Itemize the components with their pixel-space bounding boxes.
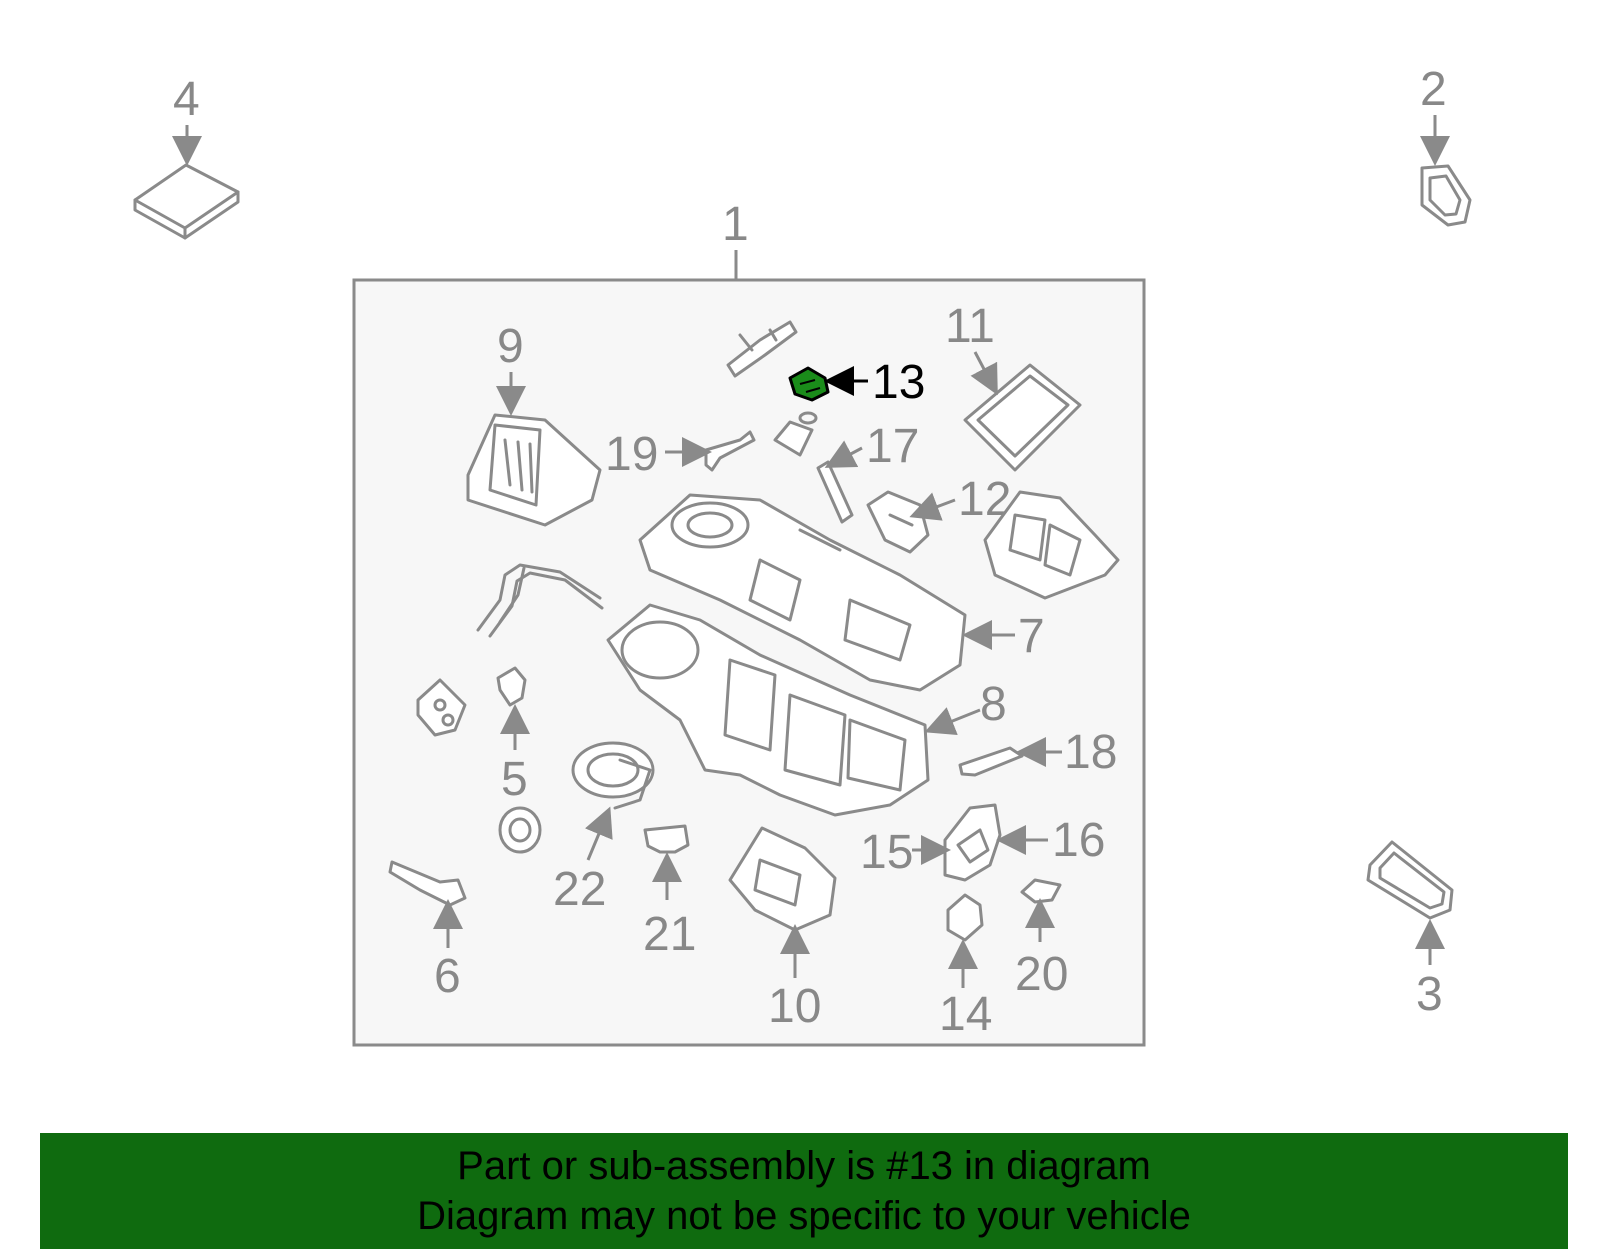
part-4-filter	[133, 163, 240, 240]
footer-line-2: Diagram may not be specific to your vehi…	[417, 1194, 1191, 1238]
part-3-seal	[1366, 840, 1454, 920]
callout-8: 8	[980, 678, 1007, 731]
footer-line-1: Part or sub-assembly is #13 in diagram	[457, 1144, 1151, 1188]
part-5-sensor	[496, 666, 527, 707]
callout-8-leader	[924, 707, 981, 736]
callout-19: 19	[605, 428, 658, 481]
callout-21: 21	[643, 908, 696, 961]
part-10-box	[728, 826, 837, 932]
part-motor-ring	[498, 806, 542, 854]
callout-10: 10	[768, 980, 821, 1033]
part-18-link	[958, 746, 1024, 777]
callout-14: 14	[939, 988, 992, 1041]
callout-18: 18	[1064, 726, 1117, 779]
part-13-actuator	[788, 366, 830, 402]
footer-background	[40, 1133, 1568, 1249]
part-6-duct	[388, 860, 467, 907]
callout-17: 17	[866, 420, 919, 473]
callout-3: 3	[1416, 968, 1443, 1021]
callout-9: 9	[497, 320, 524, 373]
callout-12-leader	[909, 492, 956, 521]
part-21-resistor	[643, 824, 690, 854]
part-7-upper-case	[638, 493, 967, 692]
callout-22: 22	[553, 863, 606, 916]
callout-16: 16	[1052, 814, 1105, 867]
callout-20: 20	[1015, 948, 1068, 1001]
part-ring	[798, 411, 818, 425]
callout-4: 4	[173, 73, 200, 126]
part-11-gasket	[963, 363, 1082, 472]
callout-5: 5	[501, 753, 528, 806]
part-duct-housing	[983, 490, 1120, 600]
part-17-strip	[816, 460, 854, 524]
callout-11: 11	[945, 300, 995, 353]
part-bracket-top	[726, 320, 798, 378]
part-plate	[416, 678, 467, 737]
callout-15: 15	[860, 826, 913, 879]
callout-2: 2	[1420, 63, 1447, 116]
part-small-block	[773, 420, 814, 457]
callout-7: 7	[1018, 610, 1045, 663]
part-heater-pipes	[476, 563, 604, 638]
callout-13: 13	[872, 356, 925, 409]
callout-22-leader	[584, 806, 613, 861]
part-16-housing	[943, 803, 1002, 882]
callout-11-leader	[970, 351, 998, 396]
part-2-seal	[1420, 164, 1472, 227]
callout-1: 1	[722, 198, 749, 251]
part-8-lower-case	[606, 603, 930, 817]
part-14-actuator	[946, 893, 984, 942]
callout-17-leader	[824, 440, 863, 468]
footer-banner: Part or sub-assembly is #13 in diagram D…	[40, 1133, 1568, 1249]
callout-6: 6	[434, 950, 461, 1003]
part-22-blower	[571, 741, 655, 810]
